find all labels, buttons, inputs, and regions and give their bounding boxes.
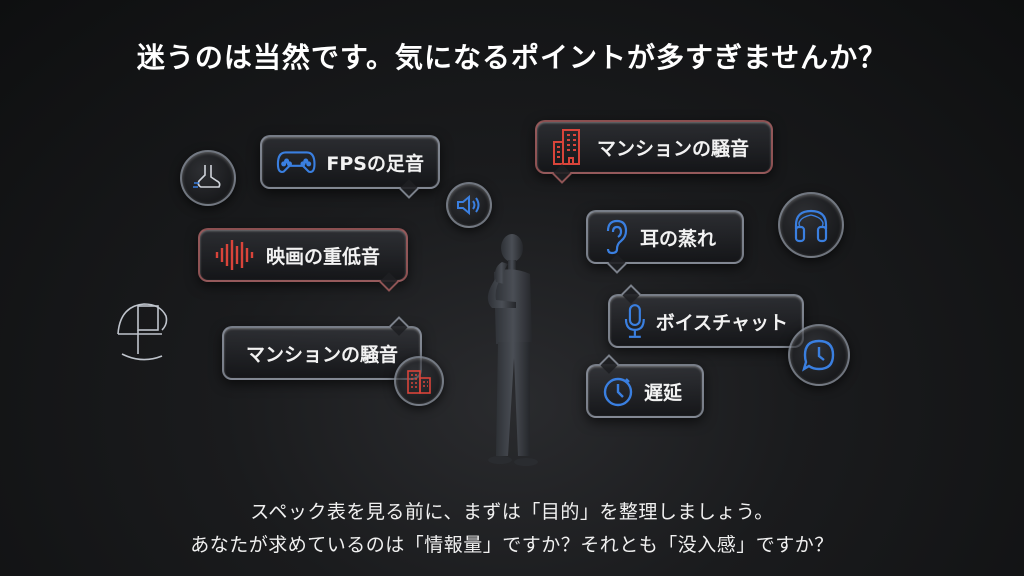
sound-wave-icon — [215, 240, 254, 270]
mannequin-icon — [487, 234, 538, 466]
building-circle — [394, 356, 444, 406]
bubble-label: 遅延 — [644, 381, 683, 404]
chat-clock-icon — [802, 339, 835, 372]
headphones-icon — [794, 209, 828, 243]
bubble-apartment-noise-right: マンションの騒音 — [535, 120, 773, 184]
bubble-label: 映画の重低音 — [266, 245, 381, 268]
gamepad-icon — [276, 151, 316, 173]
bubble-label: マンションの騒音 — [245, 343, 398, 366]
speaker-icon — [457, 194, 480, 216]
clock-icon — [603, 377, 633, 407]
footstep-icon — [193, 165, 221, 188]
bubble-label: マンションの騒音 — [597, 137, 750, 160]
building-icon — [553, 129, 580, 165]
glass-shape-decoration — [112, 298, 178, 364]
bubble-label: 耳の蒸れ — [640, 227, 717, 250]
building-icon — [407, 370, 431, 394]
bubble-apartment-noise-left: マンションの騒音 — [222, 316, 422, 380]
speaker-circle — [446, 182, 492, 228]
bubble-label: ボイスチャット — [655, 311, 788, 334]
microphone-icon — [624, 304, 645, 338]
glass-shape-icon — [117, 303, 168, 361]
caption-line-1: スペック表を見る前に、まずは「目的」を整理しましょう。 — [250, 501, 774, 523]
bubble-label: FPSの足音 — [326, 152, 424, 175]
chat-clock-circle — [788, 324, 850, 386]
page-title: 迷うのは当然です。気になるポイントが多すぎませんか？ — [136, 41, 888, 74]
caption-line-2: あなたが求めているのは「情報量」ですか？それとも「没入感」ですか？ — [190, 534, 834, 556]
thinking-person-figure — [472, 232, 542, 472]
bubble-fps-footsteps: FPSの足音 — [260, 135, 440, 199]
headphones-circle — [778, 192, 844, 258]
bubble-latency: 遅延 — [586, 354, 704, 418]
bubble-voice-chat: ボイスチャット — [608, 284, 804, 348]
bubble-movie-bass: 映画の重低音 — [198, 228, 408, 292]
bubble-ear-stuffiness: 耳の蒸れ — [586, 210, 744, 274]
footstep-circle — [180, 150, 236, 206]
ear-icon — [606, 219, 628, 255]
